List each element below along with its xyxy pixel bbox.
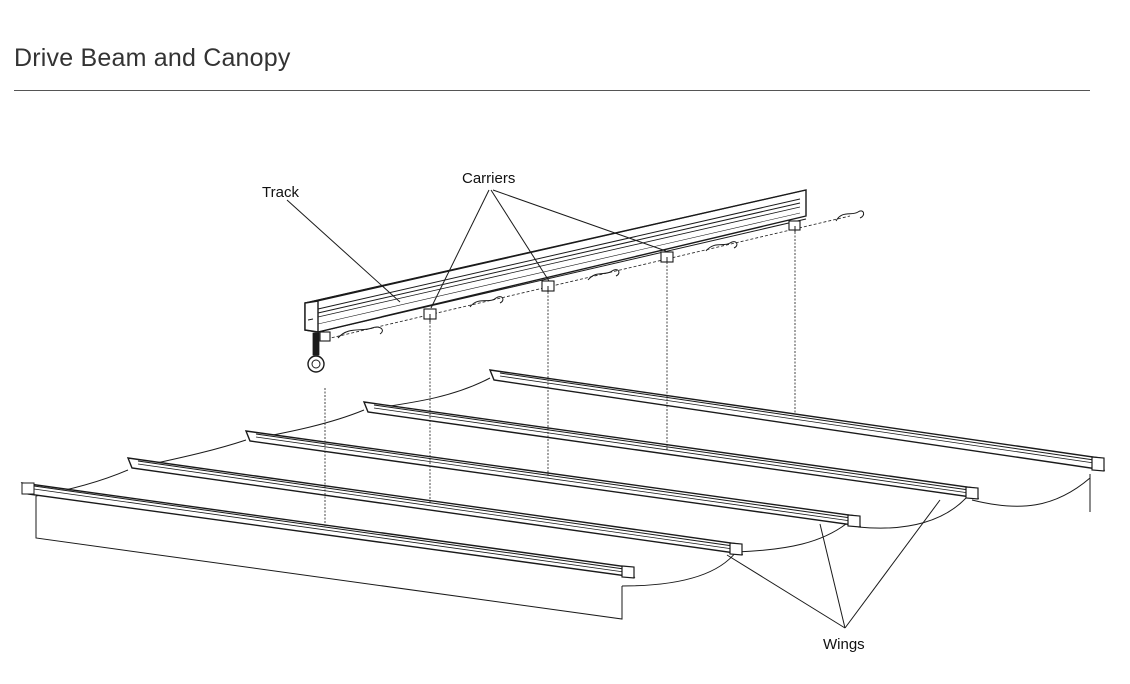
track-label: Track (262, 184, 299, 201)
wings-leader-2 (819, 523, 846, 629)
wing-4 (362, 401, 980, 500)
carriers-leader-1 (430, 189, 490, 309)
wings-leader-3 (844, 499, 941, 629)
carriers-leader-3 (492, 189, 667, 252)
carrier-cord (321, 215, 851, 341)
carrier-4 (660, 241, 738, 263)
canopy-front-panel (35, 496, 623, 620)
canopy-sag-r2 (735, 523, 847, 553)
page-title: Drive Beam and Canopy (14, 44, 291, 72)
carriers-label: Carriers (462, 170, 515, 187)
wing-1 (20, 482, 636, 579)
callout-leaders (286, 189, 941, 629)
carrier-2 (423, 296, 504, 322)
hanger-lines (324, 232, 796, 526)
carriers (319, 210, 865, 342)
canopy-sag-r3 (857, 497, 967, 529)
carrier-5 (788, 210, 865, 232)
carrier-3 (541, 269, 620, 292)
wings-leader-1 (726, 554, 846, 629)
track-beam (304, 189, 807, 333)
title-divider (14, 90, 1090, 91)
carrier-1 (319, 326, 383, 342)
wings (20, 369, 1106, 579)
wing-3 (244, 430, 862, 528)
canopy-fabric (35, 377, 1091, 620)
canopy-sag-r1 (621, 551, 737, 587)
wing-2 (126, 457, 744, 556)
wing-5 (488, 369, 1106, 472)
drive-ring (307, 332, 325, 373)
wings-label: Wings (823, 636, 865, 653)
carriers-leader-2 (490, 189, 550, 282)
track-leader (286, 199, 401, 303)
canopy-sag-r4 (971, 477, 1091, 507)
